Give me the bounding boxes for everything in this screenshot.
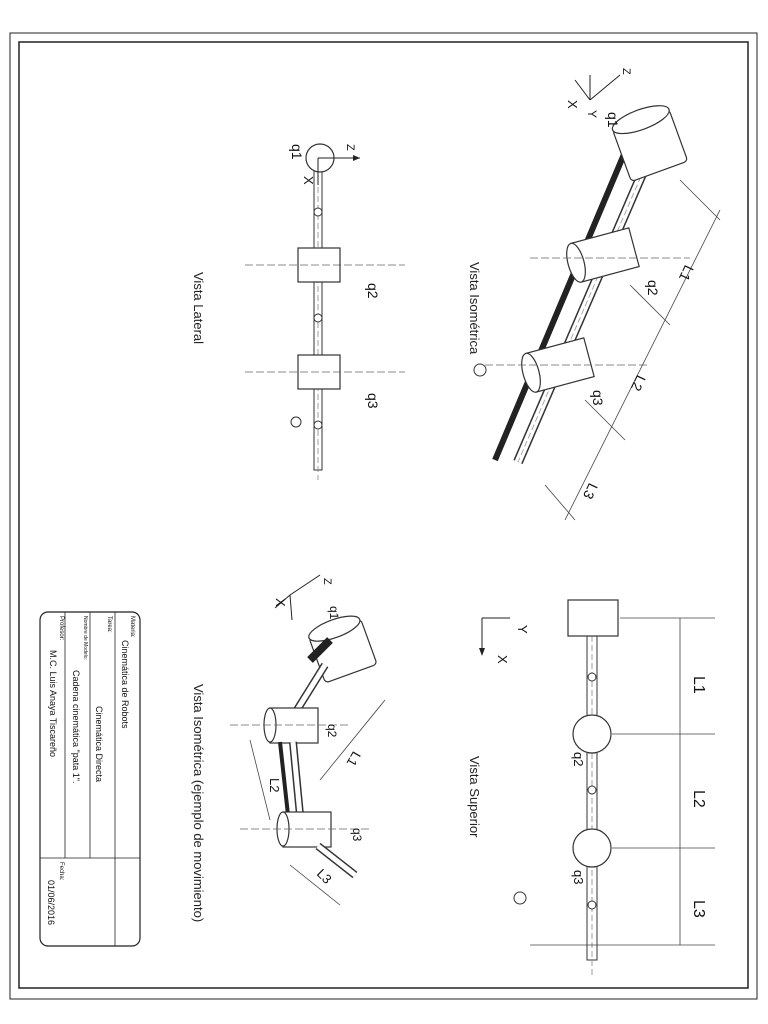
lateral-q2-label: q2 — [365, 283, 381, 299]
iso-z-label: Z — [620, 68, 632, 75]
lateral-z-label: Z — [344, 144, 356, 151]
top-y-label: Y — [515, 625, 530, 634]
motion-z-label: Z — [321, 578, 333, 585]
motion-L3-label: L3 — [314, 866, 335, 887]
motion-q1-label: q1 — [327, 606, 341, 620]
top-view-title: Vista Superior — [467, 756, 482, 838]
iso-L2-label: L2 — [628, 373, 649, 394]
isometric-motion-view-title: Vista Isométrica (ejemplo de movimiento) — [191, 684, 206, 922]
lateral-view: q1 X Z q2 q3 Vista Lateral — [191, 143, 405, 480]
title-block: Materia: Cinemática de Robots Tarea: Cin… — [39, 611, 141, 947]
iso-q1-label: q1 — [605, 112, 621, 128]
model-value: Cadena cinemática "pata 1". — [71, 670, 81, 783]
model-label: Nombre de Modelo: — [82, 616, 88, 660]
motion-q3-label: q3 — [350, 828, 364, 842]
isometric-view-title: Vista Isométrica — [467, 262, 482, 355]
teacher-value: M.C. Luis Anaya Tiscareño — [48, 650, 58, 757]
top-L1-label: L1 — [690, 676, 707, 694]
subject-label: Materia: — [129, 616, 135, 638]
iso-q3-label: q3 — [590, 390, 606, 406]
outer-border — [9, 32, 758, 1000]
task-value: Cinemática Directa — [94, 706, 104, 782]
date-label: Fecha: — [58, 862, 64, 881]
lateral-q3-label: q3 — [365, 393, 381, 409]
iso-L3-label: L3 — [580, 481, 601, 502]
inner-border — [18, 41, 749, 989]
isometric-view: X Y Z q1 q2 q3 L1 L2 L3 Vista Isométrica — [467, 68, 721, 521]
task-label: Tarea: — [106, 616, 112, 633]
iso-q2-label: q2 — [645, 280, 661, 296]
lateral-view-title: Vista Lateral — [191, 272, 206, 344]
teacher-label: Profesor: — [58, 616, 64, 641]
subject-value: Cinemática de Robots — [120, 640, 130, 729]
motion-x-label: X — [273, 598, 288, 607]
motion-q2-label: q2 — [325, 724, 339, 738]
iso-x-label: X — [565, 100, 580, 109]
iso-y-label: Y — [585, 110, 599, 118]
lateral-q1-label: q1 — [289, 144, 305, 160]
lateral-x-label: X — [301, 176, 316, 185]
top-q3-label: q3 — [571, 870, 586, 884]
top-q2-label: q2 — [571, 752, 586, 766]
top-x-label: X — [495, 655, 510, 664]
top-L2-label: L2 — [690, 790, 707, 808]
date-value: 01/06/2016 — [46, 880, 56, 925]
top-L3-label: L3 — [690, 900, 707, 918]
iso-L1-label: L1 — [676, 263, 697, 284]
top-view: Y X q2 q3 L1 L2 L3 Vista Superior — [467, 599, 715, 975]
isometric-motion-view: X Z q1 q2 q3 L1 L2 L3 Vista Isométrica (… — [191, 574, 386, 922]
motion-L1-label: L1 — [344, 749, 364, 769]
motion-L2-label: L2 — [267, 778, 282, 792]
